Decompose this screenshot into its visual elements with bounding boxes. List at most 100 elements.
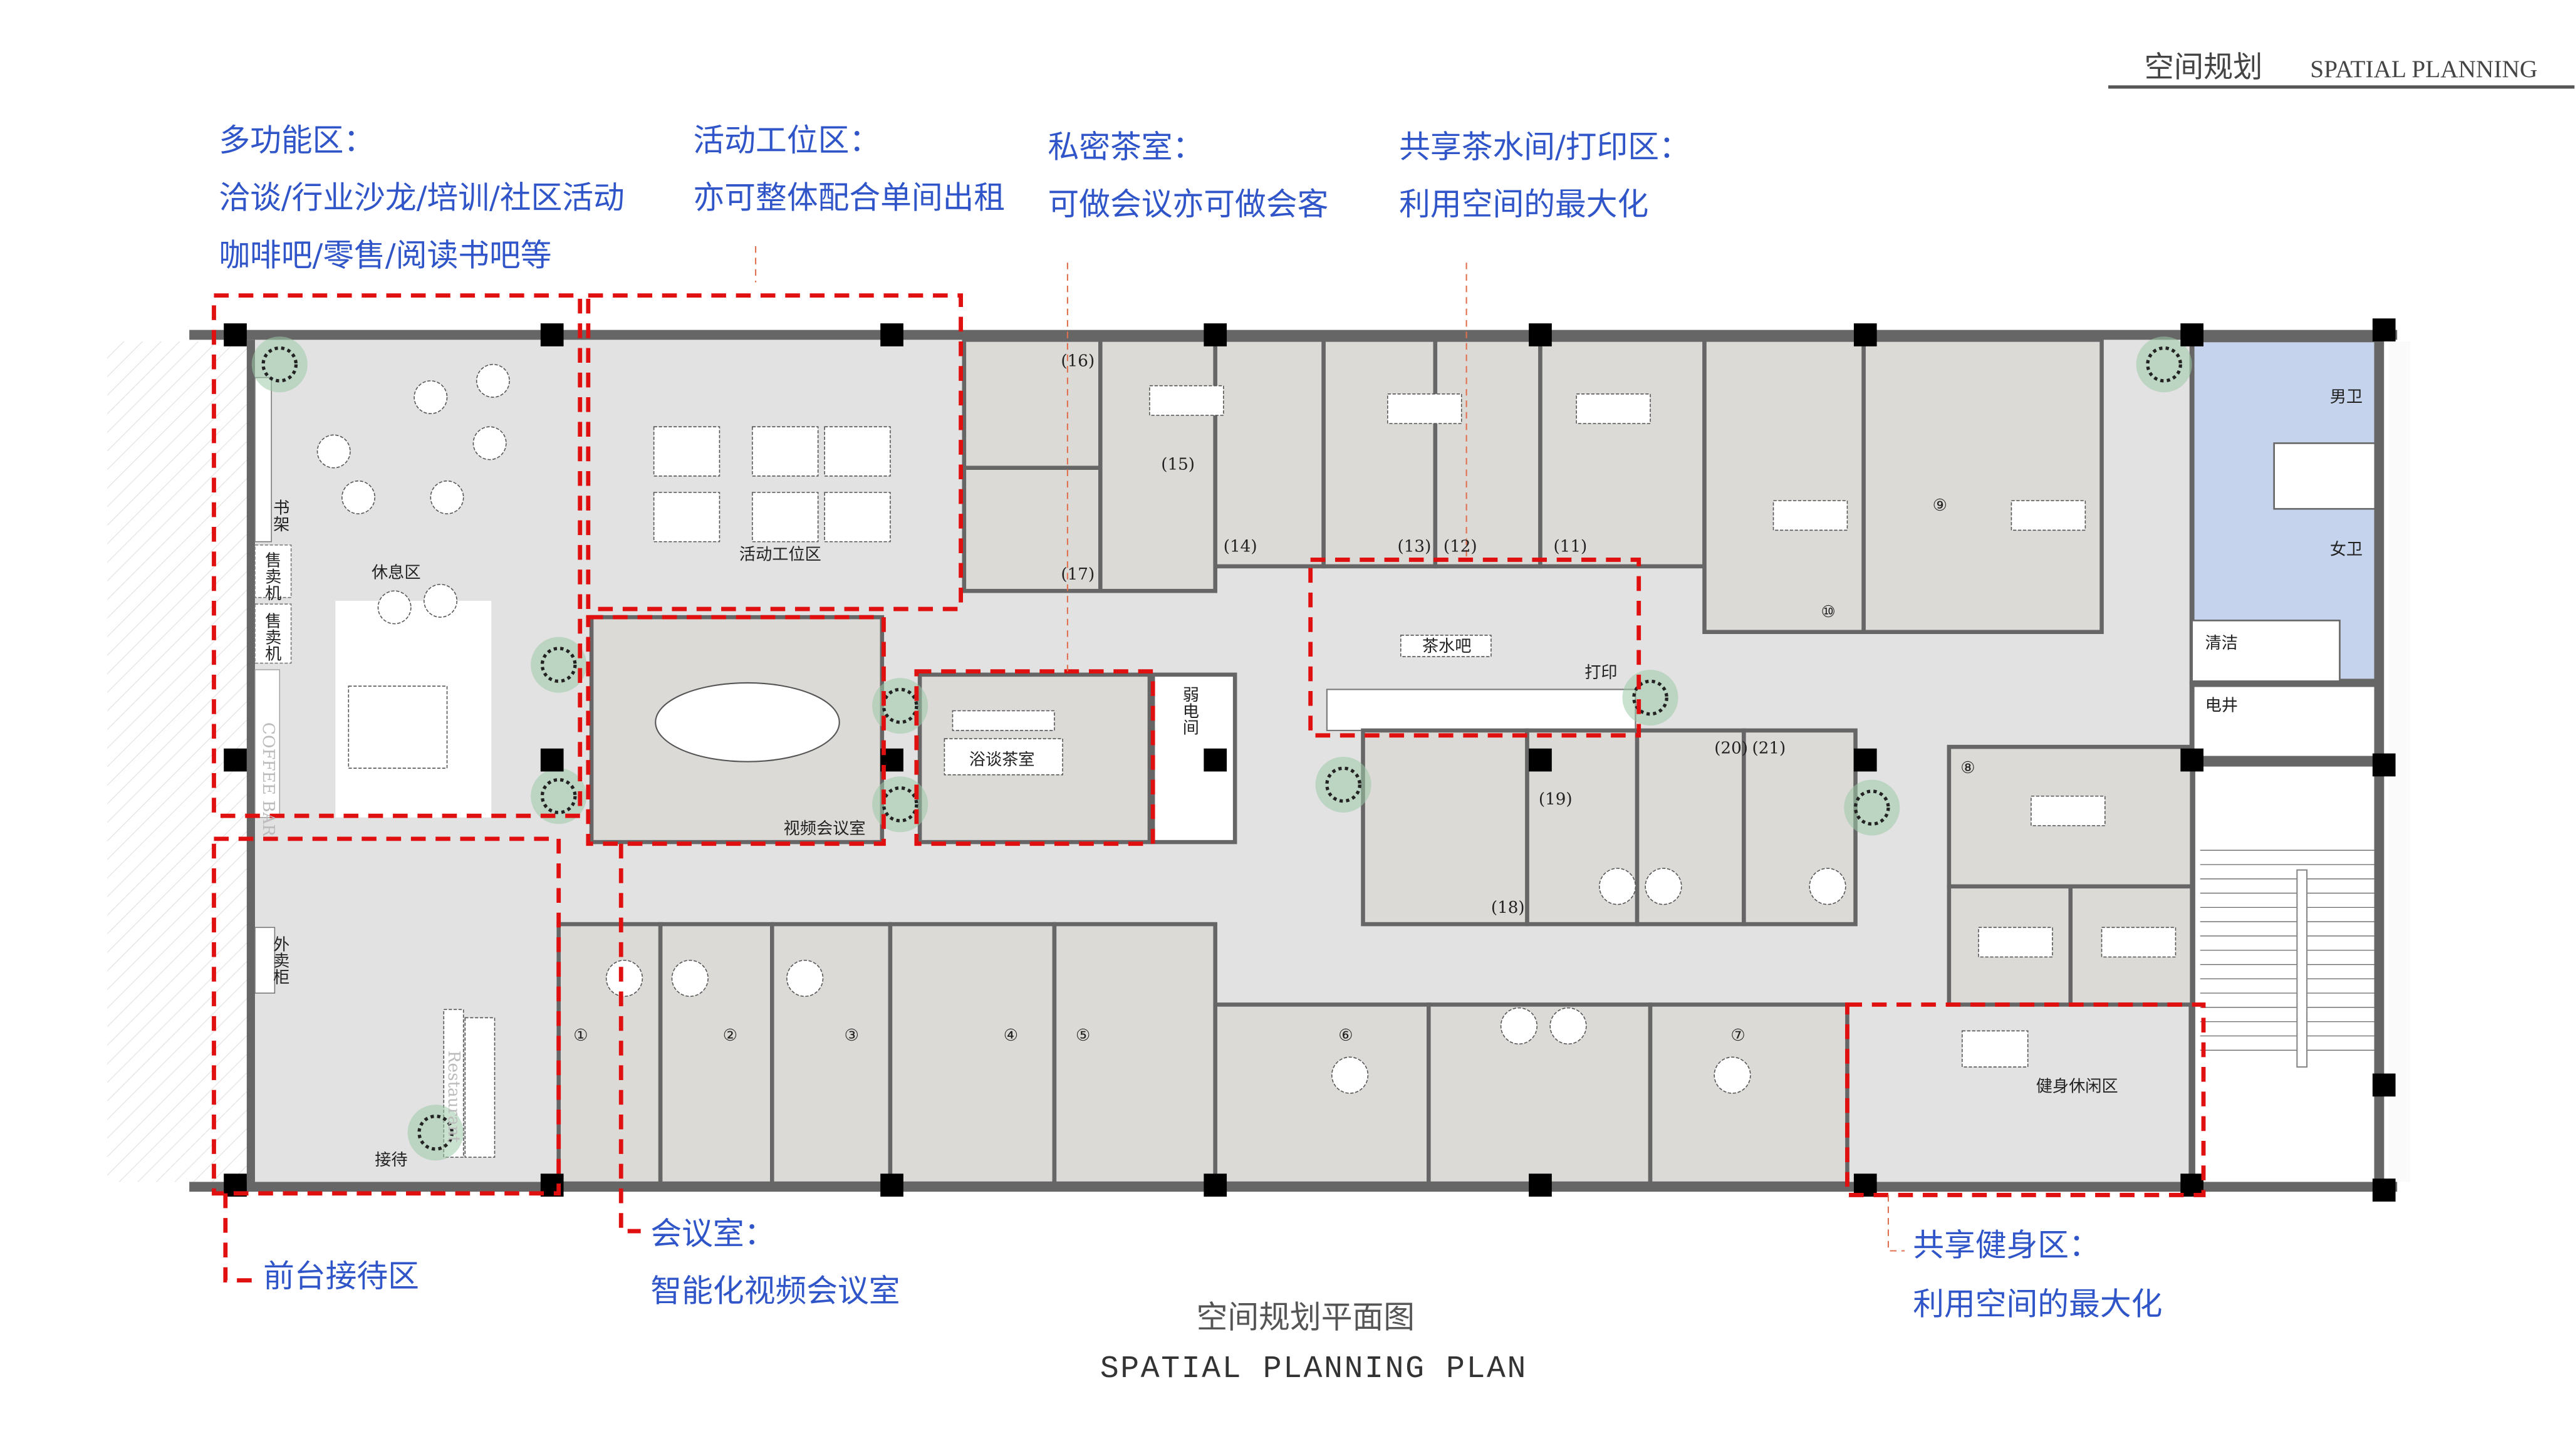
annotation-fitness-title: 共享健身区： — [1913, 1227, 2100, 1263]
round-table — [786, 959, 824, 997]
label-tea-bar: 茶水吧 — [1422, 637, 1472, 656]
tea-table — [944, 738, 1063, 776]
takeout-locker — [254, 927, 276, 994]
room-number: (18) — [1491, 898, 1525, 917]
reception-desk-back — [464, 1017, 496, 1158]
annotation-hotdesk-line1: 亦可整体配合单间出租 — [694, 180, 1006, 216]
label-bookshelf: 书架 — [270, 499, 289, 532]
plan-title-en: SPATIAL PLANNING PLAN — [1100, 1351, 1527, 1386]
column — [2372, 1178, 2396, 1202]
zone-reception-leader — [223, 1193, 255, 1283]
electric-shaft — [2189, 682, 2383, 761]
annotation-fitness-line1: 利用空间的最大化 — [1913, 1286, 2162, 1323]
annotation-hotdesk-title: 活动工位区： — [694, 122, 881, 159]
tree-icon — [251, 336, 308, 393]
desk-cluster — [752, 426, 819, 477]
tree-foliage — [261, 346, 298, 383]
room-number: (19) — [1539, 790, 1573, 809]
desk-cluster — [824, 426, 891, 477]
room-number: ⑧ — [1960, 759, 1975, 777]
annotation-tearoom-line1: 可做会议亦可做会客 — [1048, 186, 1328, 222]
annotation-multi-title: 多功能区： — [219, 122, 375, 159]
office-3 — [770, 922, 893, 1186]
tea-bar-sign — [1400, 635, 1492, 657]
office-11 — [1538, 338, 1707, 569]
zone-pantry — [1308, 558, 1641, 738]
office-desk — [2101, 927, 2177, 958]
label-print: 打印 — [1584, 663, 1617, 682]
annotations: 多功能区： 洽谈/行业沙龙/培训/社区活动 咖啡吧/零售/阅读书吧等 活动工位区… — [219, 122, 2162, 1323]
north-wall — [189, 330, 2398, 340]
room-number: (16) — [1061, 351, 1095, 370]
annotation-multi-line2: 咖啡吧/零售/阅读书吧等 — [219, 237, 551, 273]
exterior-hatch — [107, 341, 247, 1182]
vending-machine-2 — [254, 603, 292, 664]
tree-foliage — [1853, 789, 1890, 826]
room-number: (11) — [1553, 537, 1587, 556]
header-rule — [2108, 85, 2575, 89]
column — [1529, 748, 1552, 772]
round-table — [1645, 868, 1682, 905]
column — [1204, 1173, 1227, 1197]
office-9 — [1861, 338, 2104, 635]
header-title-en: SPATIAL PLANNING — [2310, 55, 2537, 83]
coffee-bar — [254, 669, 280, 818]
room-number: ⑥ — [1338, 1026, 1353, 1045]
tree-foliage — [882, 786, 918, 823]
label-cleaning: 清洁 — [2205, 634, 2238, 653]
tree-icon — [531, 637, 587, 693]
zone-fitness — [1845, 1002, 2206, 1197]
office-15 — [1098, 338, 1217, 593]
tree-icon — [1622, 669, 1678, 726]
annotation-reception-title: 前台接待区 — [263, 1258, 419, 1294]
office-10 — [1702, 338, 1866, 635]
tree-foliage — [540, 777, 577, 814]
south-wall — [189, 1182, 2398, 1192]
label-vending-1: 售卖机 — [262, 551, 281, 601]
tree-icon — [407, 1105, 464, 1161]
tree-foliage — [417, 1115, 454, 1151]
column — [1204, 323, 1227, 346]
room-number: ⑦ — [1730, 1026, 1745, 1045]
restrooms — [2189, 337, 2383, 761]
vending-machine-1 — [254, 544, 292, 598]
office-desk — [1978, 927, 2053, 958]
round-table — [1599, 868, 1636, 905]
label-lounge: 休息区 — [372, 563, 421, 582]
office-5 — [1052, 922, 1217, 1186]
annotation-meeting-line1: 智能化视频会议室 — [650, 1273, 900, 1309]
column — [880, 323, 903, 346]
column — [1529, 1173, 1552, 1197]
lounge-table — [341, 480, 376, 514]
tree-icon — [2136, 336, 2192, 393]
tree-foliage — [1325, 766, 1361, 803]
top-offices — [962, 338, 2104, 635]
room-labels: 休息区 活动工位区 视频会议室 浴谈茶室 弱电间 茶水吧 打印 书架 售卖机 售… — [259, 388, 2363, 1170]
column — [1853, 1173, 1877, 1197]
tree-foliage — [540, 647, 577, 683]
treadmill — [1962, 1030, 2029, 1068]
office-4 — [888, 922, 1057, 1186]
room-number: (14) — [1224, 537, 1257, 556]
label-vending-2: 售卖机 — [262, 612, 281, 662]
annotation-tearoom-title: 私密茶室： — [1048, 129, 1204, 165]
column — [540, 748, 564, 772]
zone-meeting-leader — [618, 843, 641, 1234]
plants — [251, 336, 2192, 1161]
tree-icon — [872, 678, 929, 734]
annotation-pantry-line1: 利用空间的最大化 — [1399, 186, 1648, 222]
column — [2372, 318, 2396, 341]
desk-cluster — [653, 426, 720, 477]
label-takeout: 外卖柜 — [270, 935, 289, 985]
office-desk — [2031, 795, 2106, 826]
office-2 — [658, 922, 774, 1186]
round-table — [1331, 1056, 1369, 1094]
label-electric: 电井 — [2205, 696, 2238, 715]
column — [1204, 748, 1227, 772]
tree-icon — [1844, 779, 1900, 836]
desk-cluster — [653, 492, 720, 543]
round-table — [671, 959, 709, 997]
conference-table — [655, 682, 840, 762]
office-18 — [1361, 728, 1529, 927]
